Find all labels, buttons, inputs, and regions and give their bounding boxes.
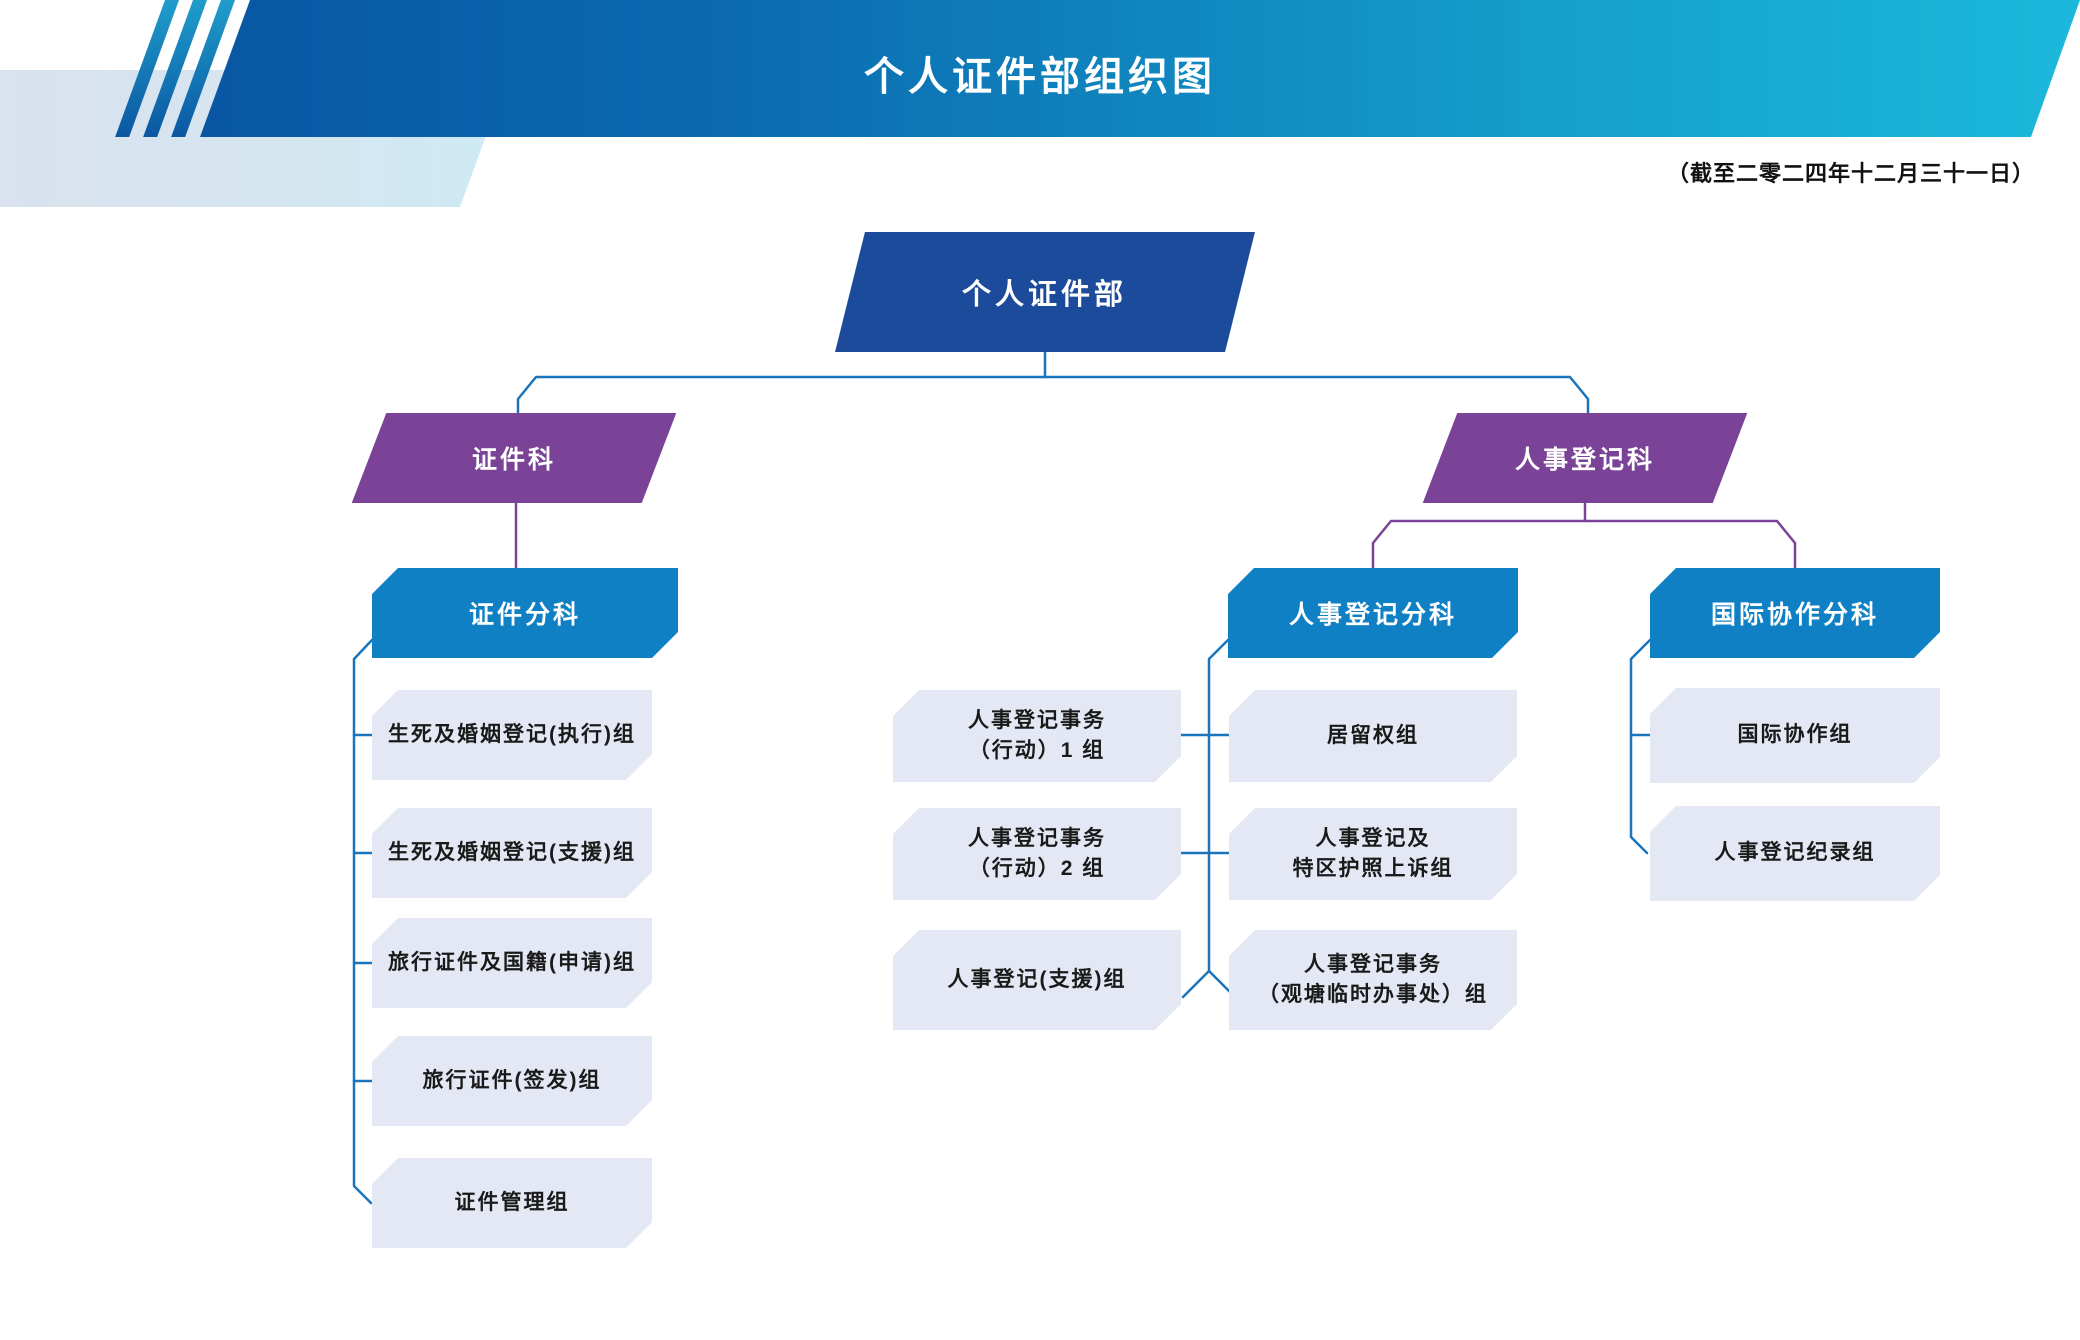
unit-box-cert-1: 生死及婚姻登记(执行)组 [372,690,652,780]
org-node-cert-sub: 证件分科 [372,568,678,658]
unit-box-cert-4: 旅行证件(签发)组 [372,1036,652,1126]
unit-box-reg-left-1: 人事登记事务 （行动）1 组 [893,690,1181,782]
unit-box-reg-right-1-label: 居留权组 [1327,723,1419,747]
unit-box-cert-2: 生死及婚姻登记(支援)组 [372,808,652,898]
unit-box-cert-3: 旅行证件及国籍(申请)组 [372,918,652,1008]
connector-intl-bracket [1629,638,1652,855]
unit-box-intl-2: 人事登记纪录组 [1650,806,1940,901]
header-banner [0,0,2080,137]
unit-box-intl-2-label: 人事登记纪录组 [1714,841,1876,865]
org-node-intl-sub-label: 国际协作分科 [1710,601,1879,629]
unit-box-cert-3-label: 旅行证件及国籍(申请)组 [388,950,636,974]
connector-cert-stubs [352,733,374,1083]
page-title: 个人证件部组织图 [864,55,1216,99]
unit-box-cert-5: 证件管理组 [372,1158,652,1248]
connector-reg-stubs [1179,733,1231,855]
unit-box-reg-right-2: 人事登记及 特区护照上诉组 [1229,808,1517,900]
org-node-cert-division-label: 证件科 [471,446,556,474]
date-note: （截至二零二四年十二月三十一日） [1666,161,2035,186]
org-node-cert-sub-label: 证件分科 [468,601,581,629]
unit-box-cert-2-label: 生死及婚姻登记(支援)组 [388,840,636,864]
unit-box-intl-1: 国际协作组 [1650,688,1940,783]
org-node-reg-division-label: 人事登记科 [1514,446,1655,474]
org-node-root-label: 个人证件部 [962,279,1128,311]
connector-reg-spine [1181,638,1237,999]
connector-cert-bracket [352,638,374,1205]
org-node-intl-sub: 国际协作分科 [1650,568,1940,658]
unit-box-reg-right-1: 居留权组 [1229,690,1517,782]
org-node-reg-sub: 人事登记分科 [1228,568,1518,658]
unit-box-reg-left-3: 人事登记(支援)组 [893,930,1181,1030]
unit-box-reg-left-1-label: 人事登记事务 （行动）1 组 [968,708,1106,762]
unit-box-cert-4-label: 旅行证件(签发)组 [422,1068,602,1092]
unit-box-cert-1-label: 生死及婚姻登记(执行)组 [388,722,636,746]
unit-box-cert-5-label: 证件管理组 [454,1190,570,1214]
unit-box-intl-1-label: 国际协作组 [1737,723,1853,747]
org-node-cert-division: 证件科 [351,413,677,503]
org-node-reg-division: 人事登记科 [1422,413,1748,503]
unit-box-reg-right-2-label: 人事登记及 特区护照上诉组 [1292,826,1454,880]
unit-box-reg-left-2-label: 人事登记事务 （行动）2 组 [968,826,1106,880]
unit-box-reg-left-2: 人事登记事务 （行动）2 组 [893,808,1181,900]
org-node-reg-sub-label: 人事登记分科 [1288,601,1457,629]
org-node-root: 个人证件部 [835,232,1255,352]
connector-divisions [516,375,1590,416]
unit-box-reg-right-3-label: 人事登记事务 （观塘临时办事处）组 [1258,952,1488,1006]
unit-box-reg-right-3: 人事登记事务 （观塘临时办事处）组 [1229,930,1517,1030]
connector-reg-split [1371,519,1797,570]
unit-box-reg-left-3-label: 人事登记(支援)组 [947,967,1127,991]
